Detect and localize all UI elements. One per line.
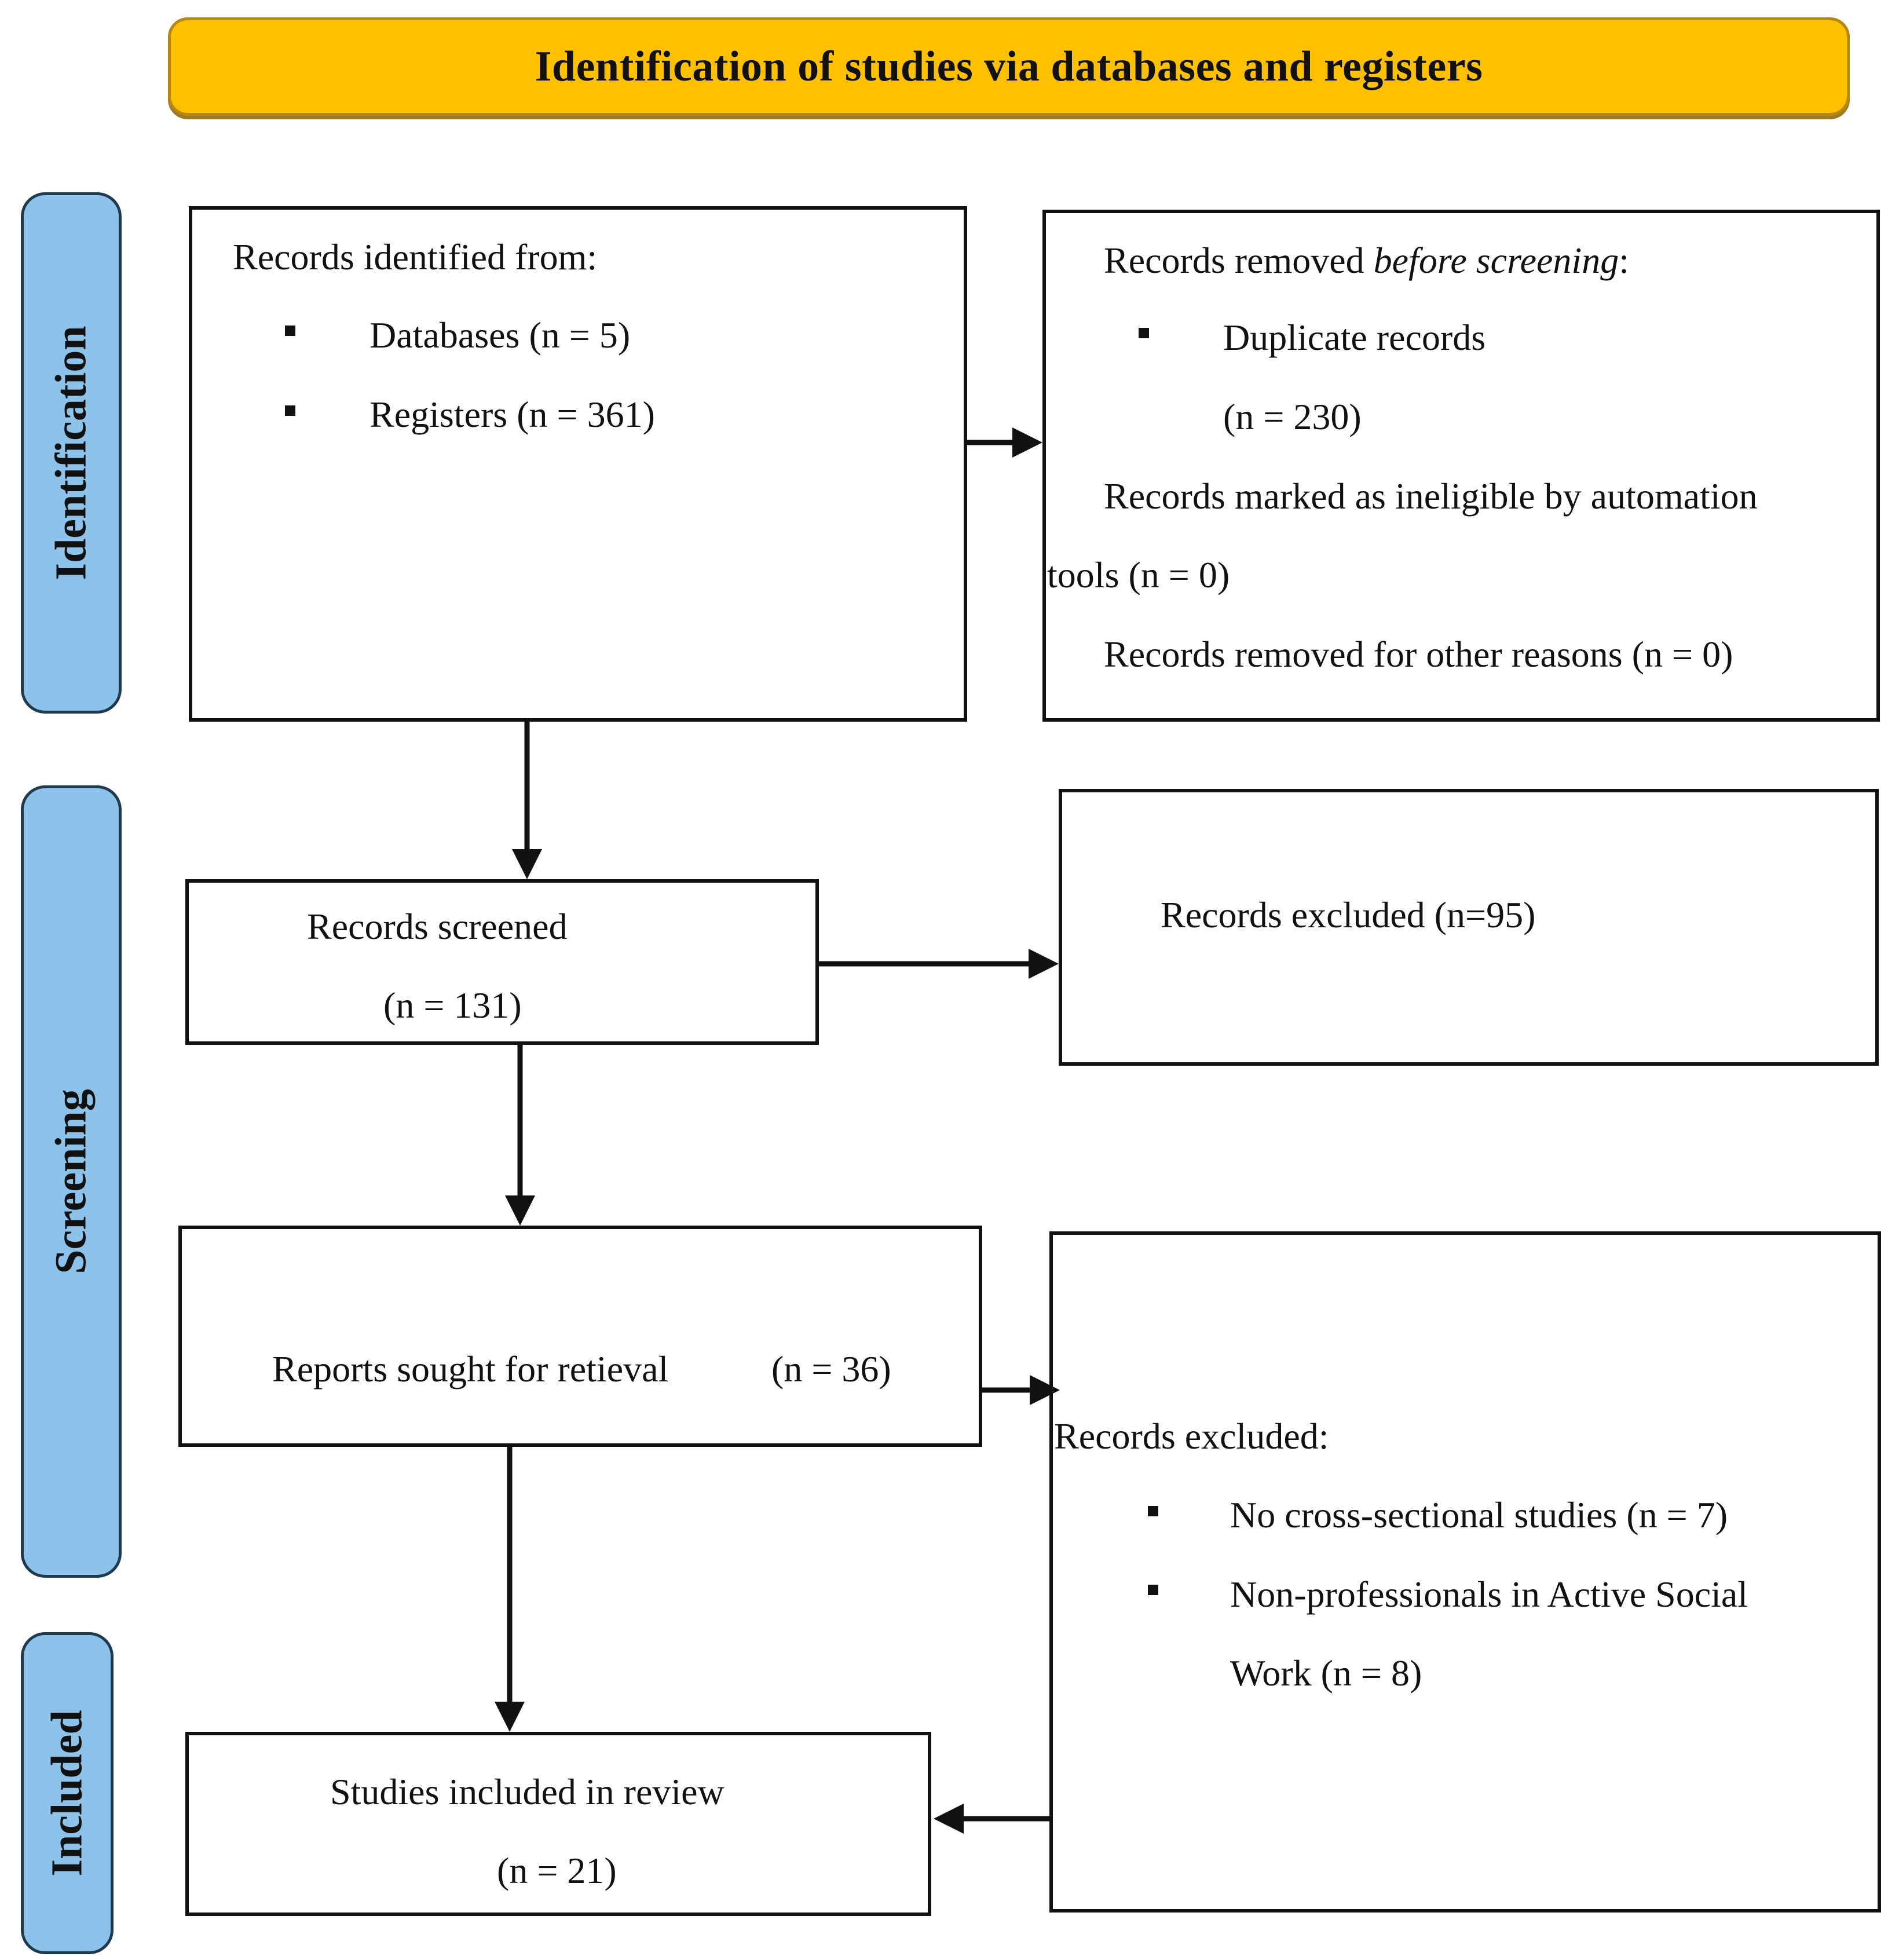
- automation-ineligible-line2: tools (n = 0): [1047, 554, 1230, 595]
- arrowhead-down: [495, 1702, 525, 1732]
- duplicate-records: Duplicate records: [1223, 317, 1486, 358]
- arrowhead-down: [505, 1195, 535, 1226]
- studies-included-count: (n = 21): [497, 1850, 617, 1891]
- reports-sought-count: (n = 36): [771, 1348, 891, 1389]
- bullet-icon: [1139, 328, 1149, 338]
- arrowhead-right: [1030, 1375, 1060, 1405]
- exclusion-reason-2-line1: Non-professionals in Active Social: [1230, 1574, 1748, 1615]
- banner-title: Identification of studies via databases …: [535, 42, 1483, 90]
- bullet-icon: [1148, 1585, 1158, 1595]
- registers-count: Registers (n = 361): [369, 394, 655, 435]
- studies-included-label: Studies included in review: [330, 1771, 725, 1812]
- arrowhead-left: [934, 1804, 964, 1834]
- phase-included: Included: [21, 1632, 114, 1954]
- records-excluded-reports-box: Records excluded: No cross-sectional stu…: [1049, 1231, 1881, 1913]
- records-screened-label: Records screened: [307, 906, 568, 947]
- bullet-icon: [285, 326, 295, 336]
- records-screened-count: (n = 131): [383, 985, 522, 1026]
- reports-sought-label: Reports sought for retieval: [272, 1348, 669, 1389]
- records-excluded-screening-box: Records excluded (n=95): [1059, 789, 1879, 1066]
- duplicate-records-count: (n = 230): [1223, 396, 1362, 437]
- records-removed-heading: Records removed before screening:: [1104, 240, 1629, 281]
- arrowhead-right: [1012, 427, 1042, 458]
- phase-identification: Identification: [21, 192, 122, 714]
- exclusion-reason-1: No cross-sectional studies (n = 7): [1230, 1494, 1728, 1535]
- databases-count: Databases (n = 5): [369, 315, 631, 356]
- exclusion-reason-2-line2: Work (n = 8): [1230, 1652, 1422, 1694]
- records-identified-box: Records identified from: Databases (n = …: [189, 206, 967, 722]
- automation-ineligible-line1: Records marked as ineligible by automati…: [1104, 476, 1758, 517]
- bullet-icon: [1148, 1506, 1158, 1516]
- records-screened-box: Records screened (n = 131): [185, 879, 819, 1045]
- bullet-icon: [285, 405, 295, 416]
- other-reasons-removed: Records removed for other reasons (n = 0…: [1104, 634, 1733, 675]
- studies-included-box: Studies included in review (n = 21): [185, 1732, 931, 1916]
- records-excluded-screening-label: Records excluded (n=95): [1161, 894, 1536, 935]
- phase-screening: Screening: [21, 785, 122, 1578]
- phase-banner: Identification of studies via databases …: [168, 17, 1850, 116]
- reports-sought-box: Reports sought for retieval (n = 36): [178, 1226, 982, 1447]
- records-removed-box: Records removed before screening: Duplic…: [1042, 210, 1880, 722]
- arrowhead-down: [512, 849, 542, 879]
- records-excluded-reports-heading: Records excluded:: [1054, 1416, 1329, 1457]
- arrowhead-right: [1029, 949, 1059, 979]
- records-identified-heading: Records identified from:: [233, 236, 598, 277]
